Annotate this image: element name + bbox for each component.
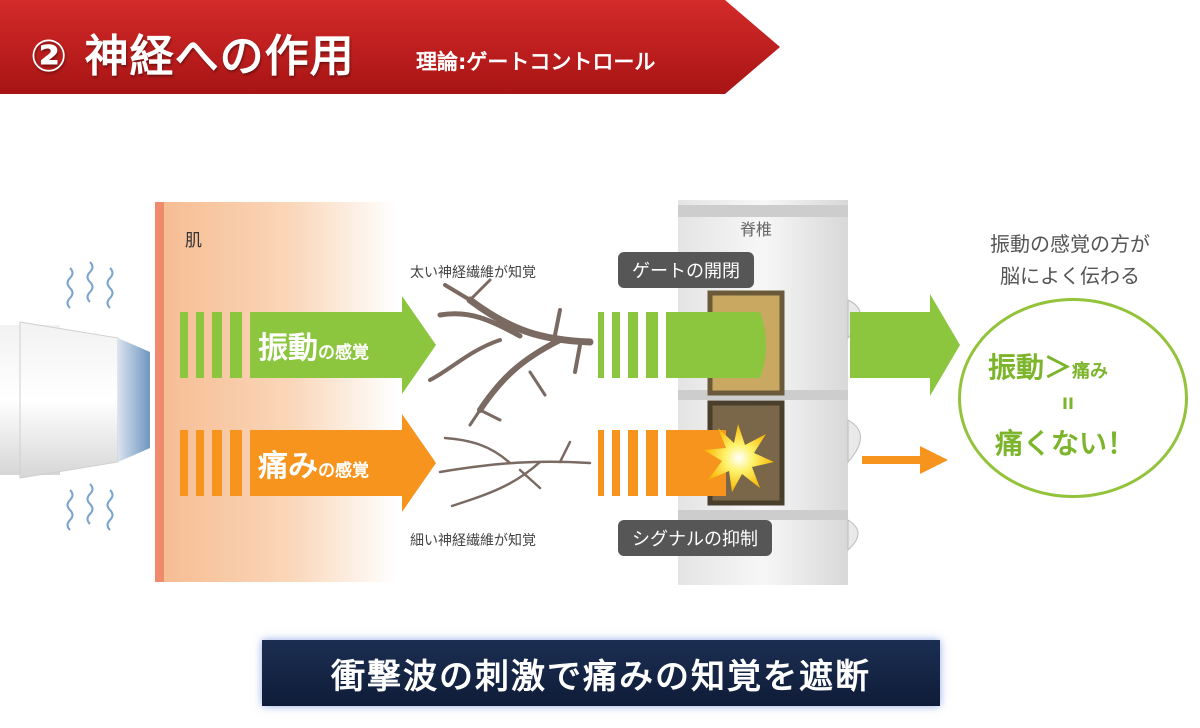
vibration-word: 振動 [258,331,318,366]
signal-callout: シグナルの抑制 [618,520,772,556]
result-line1: 振動＞痛み [988,346,1108,386]
gate-callout: ゲートの開閉 [618,252,754,288]
result-heading: 振動の感覚の方が 脳によく伝わる [950,228,1190,292]
result-greater-than: ＞ [1044,351,1072,384]
thin-nerve-fiber-icon [440,438,590,506]
spine-label: 脊椎 [740,216,772,240]
vibration-suffix: の感覚 [318,343,369,363]
thick-fiber-label: 太い神経繊維が知覚 [410,262,536,282]
footer-text: 衝撃波の刺激で痛みの知覚を遮断 [331,649,871,698]
result-equals: II [1062,394,1074,413]
footer-banner: 衝撃波の刺激で痛みの知覚を遮断 [262,640,940,706]
vibration-sensation-label: 振動の感覚 [258,323,369,367]
result-heading-line1: 振動の感覚の方が [950,228,1190,260]
pain-word: 痛み [258,449,318,484]
result-heading-line2: 脳によく伝わる [950,260,1190,292]
thick-nerve-fiber-icon [430,280,590,425]
result-vibration-word: 振動 [988,351,1044,384]
pain-sensation-label: 痛みの感覚 [258,441,369,485]
result-line2: 痛くない！ [995,422,1135,462]
thin-fiber-label: 細い神経繊維が知覚 [410,530,536,550]
pain-suffix: の感覚 [318,461,369,481]
result-pain-word: 痛み [1072,361,1108,382]
